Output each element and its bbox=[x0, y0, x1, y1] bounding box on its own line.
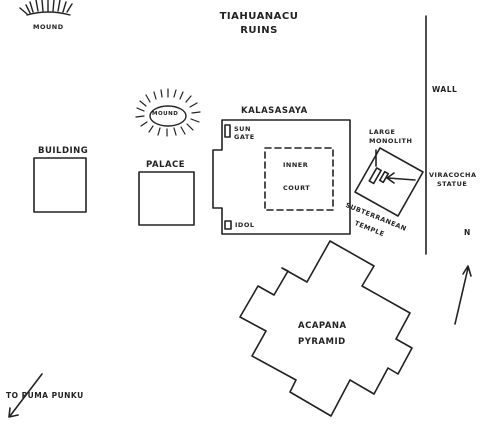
building-outline bbox=[33, 157, 87, 213]
kalasasaya-label: KALASASAYA bbox=[241, 106, 308, 116]
sun-gate-marker bbox=[224, 124, 231, 138]
mound-mid-symbol bbox=[135, 88, 201, 137]
viracocha-statue-marker bbox=[378, 170, 390, 184]
map-title-line1: TIAHUANACU bbox=[219, 11, 299, 22]
subterranean-temple-outline bbox=[354, 147, 424, 217]
mound-top-label: MOUND bbox=[33, 23, 64, 31]
viracocha-label-line1: VIRACOCHA bbox=[429, 171, 477, 179]
mound-mid-label: MOUND bbox=[152, 111, 179, 117]
kalasasaya-outline bbox=[212, 119, 351, 235]
sun-gate-label-line2: GATE bbox=[234, 133, 255, 141]
idol-label: IDOL bbox=[235, 221, 255, 229]
large-monolith-label-line1: LARGE bbox=[369, 128, 396, 136]
inner-court-label-line2: COURT bbox=[283, 184, 311, 192]
acapana-pyramid-outline bbox=[239, 240, 413, 417]
north-arrow bbox=[454, 265, 472, 325]
puma-punku-arrow bbox=[8, 373, 43, 418]
palace-outline bbox=[138, 171, 195, 226]
building-label: BUILDING bbox=[38, 146, 89, 156]
viracocha-arrow bbox=[386, 172, 416, 184]
acapana-label-line1: ACAPANA bbox=[298, 321, 347, 331]
large-monolith-label-line2: MONOLITH bbox=[369, 137, 413, 145]
viracocha-label-line2: STATUE bbox=[437, 180, 468, 188]
inner-court-outline bbox=[264, 147, 334, 211]
north-label: N bbox=[464, 228, 471, 237]
map-title-line2: RUINS bbox=[240, 25, 278, 36]
inner-court-label-line1: INNER bbox=[283, 161, 309, 169]
acapana-label-line2: PYRAMID bbox=[298, 337, 346, 347]
sun-gate-label-line1: SUN bbox=[234, 125, 251, 133]
large-monolith-marker bbox=[368, 167, 382, 185]
wall-label: WALL bbox=[432, 85, 458, 94]
palace-label: PALACE bbox=[146, 160, 186, 170]
mound-top-symbol bbox=[19, 0, 73, 16]
to-puma-punku-label: TO PUMA PUNKU bbox=[6, 391, 84, 400]
idol-marker bbox=[224, 220, 232, 230]
